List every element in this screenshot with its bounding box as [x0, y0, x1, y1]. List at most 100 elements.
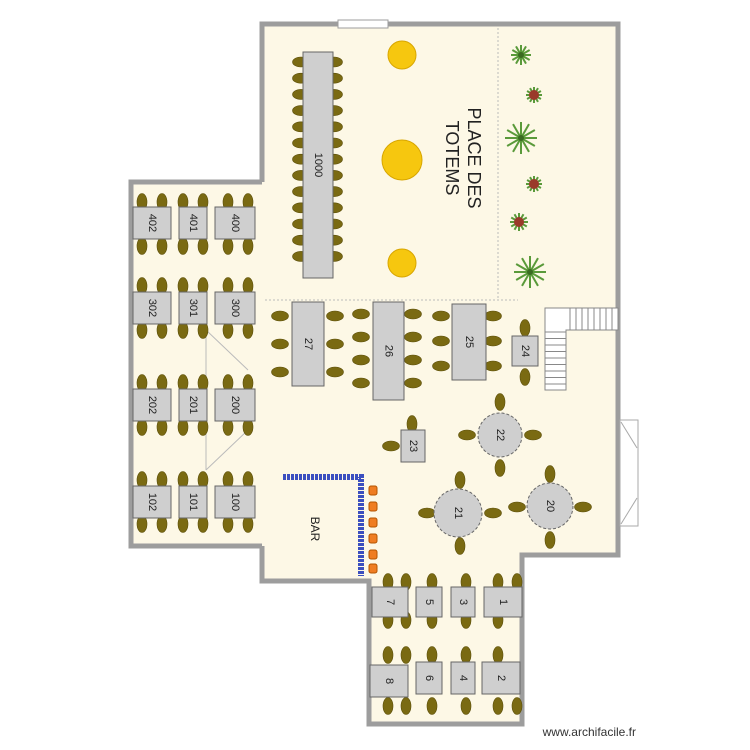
table-label-102: 102	[146, 493, 158, 511]
table-301	[178, 291, 208, 325]
walls	[128, 19, 639, 727]
chair	[511, 697, 523, 715]
chair	[352, 308, 370, 320]
table-label-23: 23	[407, 440, 419, 452]
table-label-300: 300	[229, 299, 241, 317]
table-1000	[302, 51, 334, 279]
chair	[426, 697, 438, 715]
chair	[404, 377, 422, 389]
table-202	[132, 388, 172, 422]
table-label-26: 26	[383, 345, 395, 357]
table-2	[481, 661, 521, 695]
chair	[271, 310, 289, 322]
table-label-8: 8	[383, 678, 395, 684]
zone-label-line1: PLACE DES	[464, 107, 484, 208]
totem	[387, 40, 417, 70]
plant-icon	[518, 52, 524, 58]
bar-stool	[368, 485, 378, 496]
chair	[432, 310, 450, 322]
fixtures	[205, 40, 619, 576]
table-1	[483, 586, 523, 618]
chair	[326, 338, 344, 350]
table-300	[214, 291, 256, 325]
table-8	[369, 664, 409, 698]
table-label-20: 20	[544, 500, 556, 512]
chair	[242, 237, 254, 255]
floors	[131, 24, 618, 724]
chair	[494, 393, 506, 411]
table-label-25: 25	[463, 336, 475, 348]
chair	[197, 237, 209, 255]
table-label-1: 1	[497, 599, 509, 605]
chair	[177, 237, 189, 255]
chair	[400, 646, 412, 664]
chair	[326, 366, 344, 378]
chair	[458, 429, 476, 441]
table-label-201: 201	[187, 396, 199, 414]
table-label-27: 27	[302, 338, 314, 350]
table-26	[372, 301, 405, 401]
chair	[544, 531, 556, 549]
table-201	[178, 388, 208, 422]
chair	[574, 501, 592, 513]
table-label-202: 202	[146, 396, 158, 414]
window	[337, 19, 389, 29]
bar-stool	[368, 563, 378, 574]
bar-stool	[368, 533, 378, 544]
table-label-101: 101	[187, 493, 199, 511]
bar-label: BAR	[308, 517, 322, 542]
table-25	[451, 303, 487, 381]
chair	[400, 697, 412, 715]
chair	[454, 537, 466, 555]
table-label-301: 301	[187, 299, 199, 317]
main-floor	[262, 24, 618, 724]
table-label-4: 4	[457, 675, 469, 681]
plant-icon	[527, 269, 533, 275]
table-22	[477, 412, 523, 458]
chair	[426, 646, 438, 664]
chair	[524, 429, 542, 441]
main-wall	[259, 21, 621, 727]
chair	[382, 697, 394, 715]
chair	[508, 501, 526, 513]
chair	[404, 354, 422, 366]
chair	[492, 697, 504, 715]
table-label-302: 302	[146, 299, 158, 317]
plant-icon	[518, 135, 524, 141]
chair	[271, 338, 289, 350]
table-7	[371, 586, 409, 618]
bar-stool	[368, 501, 378, 512]
table-label-402: 402	[146, 214, 158, 232]
table-3	[450, 586, 476, 618]
chair	[352, 354, 370, 366]
zone-label-line2: TOTEMS	[442, 121, 462, 196]
table-27	[291, 301, 325, 387]
chair	[418, 507, 436, 519]
chair	[382, 440, 400, 452]
table-label-401: 401	[187, 214, 199, 232]
side-room-wall	[128, 179, 262, 549]
table-label-6: 6	[423, 675, 435, 681]
chair	[432, 360, 450, 372]
plant-pot-icon	[514, 217, 524, 227]
plant-pot-icon	[529, 90, 539, 100]
chair	[494, 459, 506, 477]
chair	[352, 377, 370, 389]
chair	[326, 310, 344, 322]
table-402	[132, 206, 172, 240]
credit-text: www.archifacile.fr	[542, 725, 636, 739]
side-door-leaves	[620, 421, 638, 525]
chair	[404, 308, 422, 320]
table-label-100: 100	[229, 493, 241, 511]
chair	[544, 465, 556, 483]
bar-stool	[368, 549, 378, 560]
side-door	[619, 419, 639, 527]
table-101	[178, 485, 208, 519]
chair	[460, 646, 472, 664]
table-24	[511, 335, 539, 367]
table-label-200: 200	[229, 396, 241, 414]
table-label-3: 3	[457, 599, 469, 605]
table-label-1000: 1000	[312, 153, 324, 177]
